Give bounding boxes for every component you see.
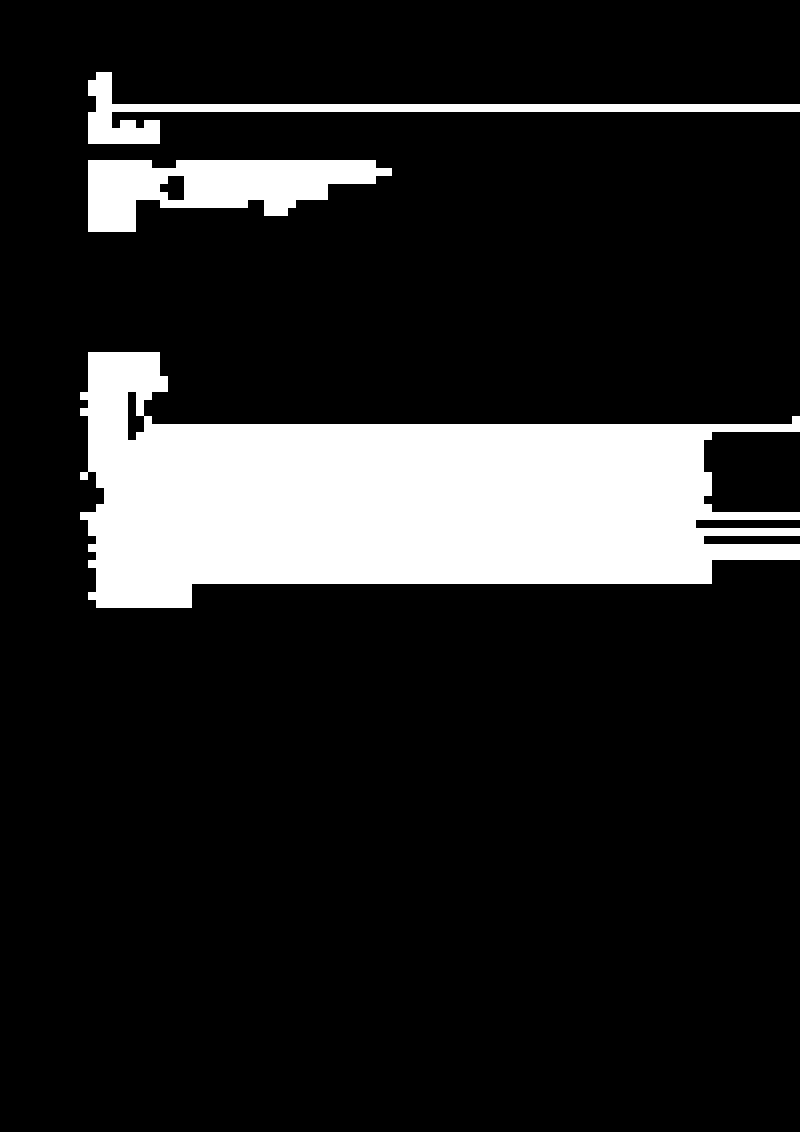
title-mark xyxy=(88,112,112,120)
figure-block xyxy=(144,424,800,432)
figure-block xyxy=(88,544,800,552)
byline-band xyxy=(88,168,392,176)
byline-band xyxy=(88,216,136,232)
figure-block xyxy=(96,504,712,512)
byline-band xyxy=(88,176,168,184)
figure-block xyxy=(104,496,704,504)
left-stack xyxy=(88,416,128,424)
figure-block xyxy=(80,472,88,480)
figure-block xyxy=(96,568,712,584)
figure-block xyxy=(88,440,704,472)
title-mark xyxy=(120,120,136,128)
title-mark xyxy=(96,96,112,104)
figure-block xyxy=(96,600,192,608)
byline-band xyxy=(88,192,168,200)
left-stack xyxy=(136,400,144,408)
figure-block xyxy=(80,512,800,520)
byline-band xyxy=(184,184,328,192)
figure-block xyxy=(96,552,800,560)
title-mark xyxy=(144,120,160,128)
left-stack xyxy=(144,416,152,424)
edge-dot xyxy=(792,416,800,424)
byline-band xyxy=(184,176,376,184)
byline-band xyxy=(160,200,248,208)
title-mark xyxy=(88,80,112,96)
byline-band xyxy=(264,200,296,208)
figure-block xyxy=(88,432,128,440)
byline-band xyxy=(88,160,152,168)
figure-block xyxy=(104,488,712,496)
title-mark xyxy=(88,128,160,144)
left-stack xyxy=(80,392,128,400)
horizontal-rule xyxy=(96,104,800,112)
left-stack xyxy=(136,392,152,400)
byline-band xyxy=(176,160,376,168)
left-stack xyxy=(80,408,128,416)
left-stack xyxy=(88,400,128,408)
left-stack xyxy=(88,352,160,376)
figure-block xyxy=(136,432,712,440)
byline-band xyxy=(184,192,328,200)
left-stack xyxy=(88,376,168,392)
figure-block xyxy=(96,584,192,592)
byline-band xyxy=(88,184,160,192)
figure-block xyxy=(96,480,712,488)
byline-band xyxy=(264,208,288,216)
figure-block xyxy=(88,560,712,568)
title-mark xyxy=(96,72,112,80)
figure-block xyxy=(88,528,800,536)
figure-block xyxy=(96,536,704,544)
figure-block xyxy=(88,520,696,528)
title-mark xyxy=(88,120,112,128)
figure-block xyxy=(96,472,712,480)
byline-band xyxy=(88,208,136,216)
left-stack xyxy=(136,408,144,416)
figure-block xyxy=(88,592,192,600)
byline-band xyxy=(88,200,136,208)
figure-block xyxy=(88,424,128,432)
